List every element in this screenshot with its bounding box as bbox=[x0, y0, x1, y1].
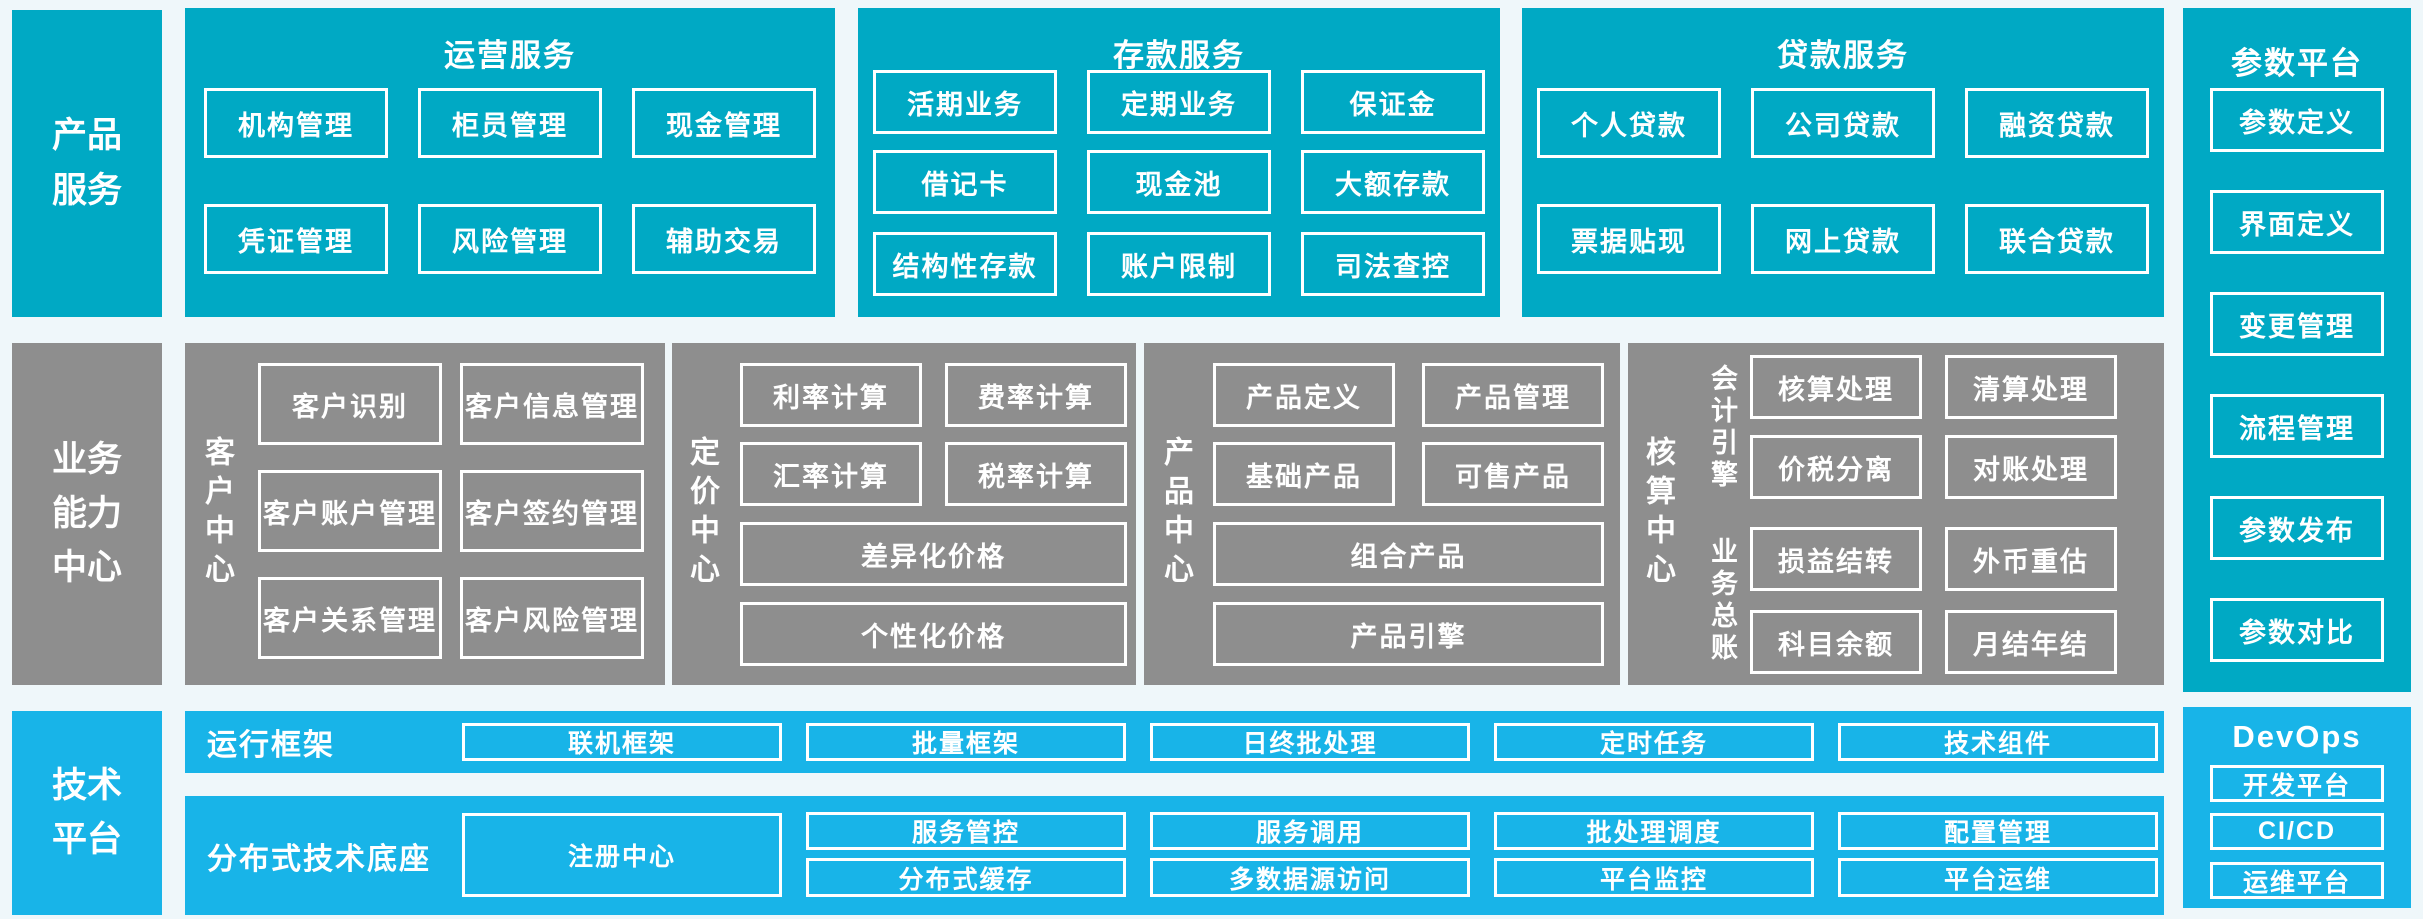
module-box: 清算处理 bbox=[1945, 355, 2117, 419]
module-box: 对账处理 bbox=[1945, 435, 2117, 499]
module-box: 平台运维 bbox=[1838, 858, 2158, 897]
module-box: 公司贷款 bbox=[1751, 88, 1935, 158]
panel-product-center: 产品中心 产品定义 产品管理 基础产品 可售产品 组合产品 产品引擎 bbox=[1144, 343, 1620, 685]
module-box: 汇率计算 bbox=[740, 442, 922, 506]
module-box: 客户识别 bbox=[258, 363, 442, 445]
module-box: 价税分离 bbox=[1750, 435, 1922, 499]
module-box: 界面定义 bbox=[2210, 190, 2384, 254]
module-box: 个人贷款 bbox=[1537, 88, 1721, 158]
module-box: 大额存款 bbox=[1301, 150, 1485, 214]
module-box: 客户信息管理 bbox=[460, 363, 644, 445]
module-box: 借记卡 bbox=[873, 150, 1057, 214]
module-box: 分布式缓存 bbox=[806, 858, 1126, 897]
module-box: 联合贷款 bbox=[1965, 204, 2149, 274]
module-box: 平台监控 bbox=[1494, 858, 1814, 897]
panel-pricing-center: 定价中心 利率计算 费率计算 汇率计算 税率计算 差异化价格 个性化价格 bbox=[672, 343, 1136, 685]
module-box: 核算处理 bbox=[1750, 355, 1922, 419]
panel-title: 贷款服务 bbox=[1777, 38, 1909, 73]
panel-operations-services: 运营服务 机构管理 柜员管理 现金管理 凭证管理 风险管理 辅助交易 bbox=[185, 8, 835, 317]
panel-title-vertical: 客户中心 bbox=[200, 436, 233, 592]
bar-label: 分布式技术底座 bbox=[207, 842, 431, 876]
module-box: 现金池 bbox=[1087, 150, 1271, 214]
module-box: 客户关系管理 bbox=[258, 577, 442, 659]
module-box: 外币重估 bbox=[1945, 527, 2117, 591]
module-box: 多数据源访问 bbox=[1150, 858, 1470, 897]
row-label-product-services: 产品 服务 bbox=[12, 10, 162, 317]
module-box: 现金管理 bbox=[632, 88, 816, 158]
row-label-technology-platform: 技术 平台 bbox=[12, 711, 162, 915]
module-box: 产品管理 bbox=[1422, 363, 1604, 427]
module-box: 产品定义 bbox=[1213, 363, 1395, 427]
panel-title: DevOps bbox=[2232, 719, 2362, 754]
panel-loan-services: 贷款服务 个人贷款 公司贷款 融资贷款 票据贴现 网上贷款 联合贷款 bbox=[1522, 8, 2164, 317]
module-box: 批量框架 bbox=[806, 723, 1126, 761]
module-box: 辅助交易 bbox=[632, 204, 816, 274]
module-box: 费率计算 bbox=[945, 363, 1127, 427]
module-box: 日终批处理 bbox=[1150, 723, 1470, 761]
module-box: 产品引擎 bbox=[1213, 602, 1604, 666]
panel-title-vertical: 产品中心 bbox=[1159, 436, 1192, 592]
panel-parameter-platform: 参数平台 参数定义 界面定义 变更管理 流程管理 参数发布 参数对比 bbox=[2183, 8, 2411, 692]
module-box: 参数定义 bbox=[2210, 88, 2384, 152]
module-box: 客户签约管理 bbox=[460, 470, 644, 552]
module-box: 配置管理 bbox=[1838, 812, 2158, 850]
module-box: 变更管理 bbox=[2210, 292, 2384, 356]
panel-customer-center: 客户中心 客户识别 客户信息管理 客户账户管理 客户签约管理 客户关系管理 客户… bbox=[185, 343, 665, 685]
module-box: 参数发布 bbox=[2210, 496, 2384, 560]
module-box: 开发平台 bbox=[2210, 765, 2384, 802]
module-box: 司法查控 bbox=[1301, 232, 1485, 296]
group-label-accounting-engine: 会计引擎 bbox=[1707, 363, 1737, 492]
row-label-business-capability-center: 业务 能力 中心 bbox=[12, 343, 162, 685]
module-box: 网上贷款 bbox=[1751, 204, 1935, 274]
module-box: 注册中心 bbox=[462, 813, 782, 897]
module-box: 损益结转 bbox=[1750, 527, 1922, 591]
module-box: 可售产品 bbox=[1422, 442, 1604, 506]
bar-distributed-technology-base: 分布式技术底座 注册中心 服务管控 服务调用 批处理调度 配置管理 分布式缓存 … bbox=[185, 796, 2164, 915]
module-box: 结构性存款 bbox=[873, 232, 1057, 296]
module-box: 差异化价格 bbox=[740, 522, 1127, 586]
module-box: 服务管控 bbox=[806, 812, 1126, 850]
panel-title: 存款服务 bbox=[1113, 38, 1245, 73]
module-box: 联机框架 bbox=[462, 723, 782, 761]
panel-accounting-center: 核算中心 会计引擎 业务总账 核算处理 清算处理 价税分离 对账处理 损益结转 … bbox=[1628, 343, 2164, 685]
module-box: 科目余额 bbox=[1750, 610, 1922, 674]
bar-runtime-framework: 运行框架 联机框架 批量框架 日终批处理 定时任务 技术组件 bbox=[185, 711, 2164, 773]
module-box: 柜员管理 bbox=[418, 88, 602, 158]
module-box: 凭证管理 bbox=[204, 204, 388, 274]
panel-title-vertical: 核算中心 bbox=[1641, 436, 1674, 592]
module-box: 流程管理 bbox=[2210, 394, 2384, 458]
module-box: 个性化价格 bbox=[740, 602, 1127, 666]
module-box: 定时任务 bbox=[1494, 723, 1814, 761]
module-box: 账户限制 bbox=[1087, 232, 1271, 296]
module-box: 利率计算 bbox=[740, 363, 922, 427]
panel-title: 参数平台 bbox=[2231, 46, 2363, 81]
module-box: 服务调用 bbox=[1150, 812, 1470, 850]
module-box: 批处理调度 bbox=[1494, 812, 1814, 850]
bar-label: 运行框架 bbox=[207, 729, 335, 762]
module-box: 技术组件 bbox=[1838, 723, 2158, 761]
module-box: 保证金 bbox=[1301, 70, 1485, 134]
module-box: 基础产品 bbox=[1213, 442, 1395, 506]
module-box: CI/CD bbox=[2210, 813, 2384, 850]
module-box: 融资贷款 bbox=[1965, 88, 2149, 158]
module-box: 月结年结 bbox=[1945, 610, 2117, 674]
module-box: 客户风险管理 bbox=[460, 577, 644, 659]
panel-title: 运营服务 bbox=[444, 38, 576, 73]
group-label-business-ledger: 业务总账 bbox=[1707, 536, 1737, 665]
module-box: 活期业务 bbox=[873, 70, 1057, 134]
module-box: 客户账户管理 bbox=[258, 470, 442, 552]
module-box: 定期业务 bbox=[1087, 70, 1271, 134]
panel-devops: DevOps 开发平台 CI/CD 运维平台 bbox=[2183, 707, 2411, 908]
module-box: 税率计算 bbox=[945, 442, 1127, 506]
module-box: 机构管理 bbox=[204, 88, 388, 158]
panel-title-vertical: 定价中心 bbox=[685, 436, 718, 592]
module-box: 参数对比 bbox=[2210, 598, 2384, 662]
panel-deposit-services: 存款服务 活期业务 定期业务 保证金 借记卡 现金池 大额存款 结构性存款 账户… bbox=[858, 8, 1500, 317]
module-box: 组合产品 bbox=[1213, 522, 1604, 586]
module-box: 运维平台 bbox=[2210, 862, 2384, 899]
module-box: 票据贴现 bbox=[1537, 204, 1721, 274]
module-box: 风险管理 bbox=[418, 204, 602, 274]
